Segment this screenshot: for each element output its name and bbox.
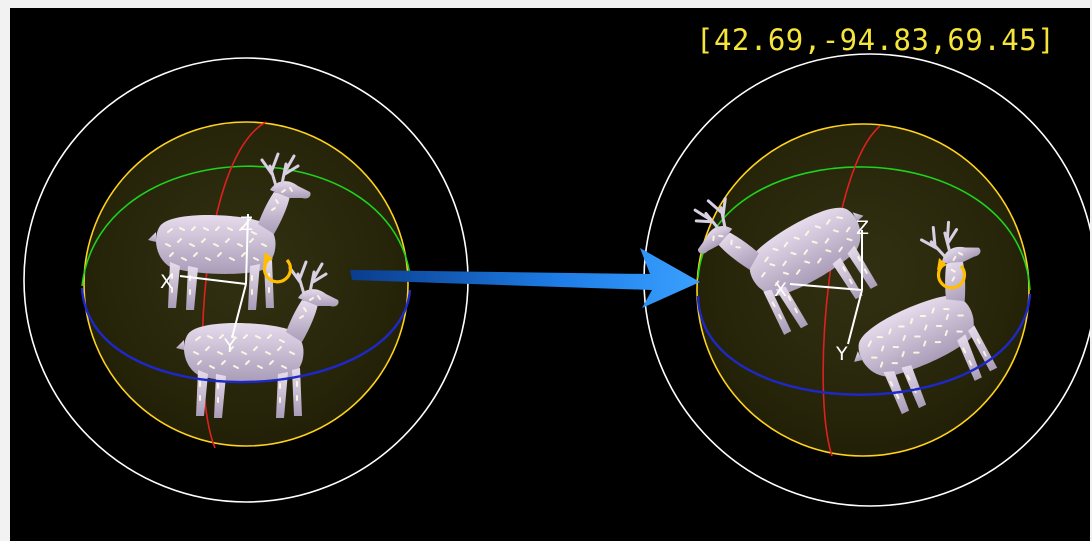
left-x-ring[interactable] (201, 121, 267, 449)
right-axis-x-label: X (774, 279, 787, 301)
rotate-icon[interactable] (936, 258, 967, 290)
scene-canvas[interactable]: X Z Y X Z Y (10, 8, 1090, 541)
right-x-ring[interactable] (822, 125, 881, 457)
right-axis-gizmo: X Z Y (774, 217, 869, 365)
left-axis-z-label: Z (240, 213, 253, 235)
right-axis-z-label: Z (856, 217, 869, 239)
left-axis-x-label: X (160, 271, 173, 293)
left-axis-gizmo: X Z Y (160, 213, 253, 357)
arrow-right-icon (350, 248, 700, 308)
rotation-readout: [42.69,-94.83,69.45] (696, 23, 1056, 57)
rotate-icon[interactable] (262, 252, 293, 284)
left-y-ring[interactable] (81, 165, 411, 287)
render-viewport[interactable]: X Z Y X Z Y (10, 8, 1090, 541)
left-axis-y-label: Y (223, 335, 236, 357)
right-y-ring[interactable] (697, 166, 1031, 291)
right-z-ring[interactable] (696, 293, 1032, 396)
right-axis-y-label: Y (835, 343, 848, 365)
left-z-ring[interactable] (80, 287, 412, 384)
